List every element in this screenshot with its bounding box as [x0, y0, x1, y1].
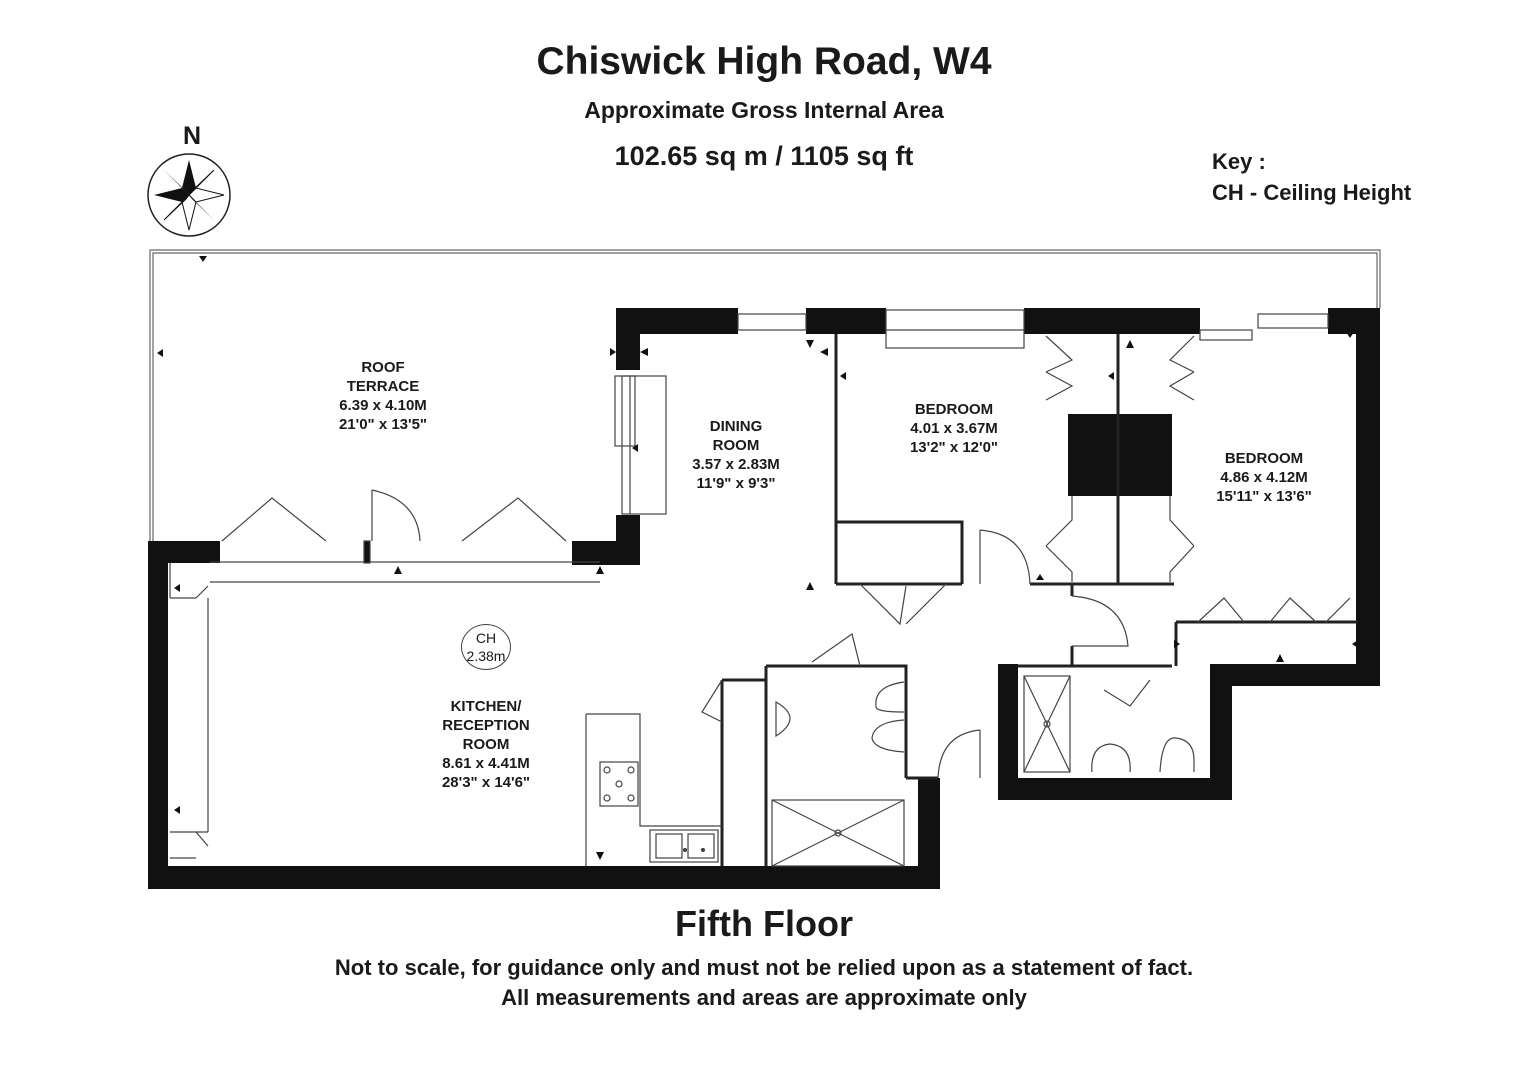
gross-area: 102.65 sq m / 1105 sq ft	[614, 141, 914, 171]
page-title: Chiswick High Road, W4	[536, 40, 992, 83]
doors	[169, 335, 1351, 859]
room-imperial: 11'9" x 9'3"	[696, 475, 776, 492]
ceiling-height-value: 2.38m	[466, 648, 506, 664]
walls	[148, 308, 1380, 889]
roof-terrace-outline	[149, 249, 1381, 543]
windows	[614, 309, 1329, 515]
room-dining: DINING ROOM 3.57 x 2.83M 11'9" x 9'3"	[692, 417, 780, 493]
room-name: ROOF	[361, 359, 405, 376]
room-bedroom-1: BEDROOM 4.01 x 3.67M 13'2" x 12'0"	[910, 400, 998, 457]
room-kitchen-reception: KITCHEN/ RECEPTION ROOM 8.61 x 4.41M 28'…	[442, 697, 530, 792]
bathroom-fixtures	[771, 675, 1195, 867]
room-metric: 8.61 x 4.41M	[442, 755, 530, 772]
kitchen-fixtures	[585, 713, 722, 866]
interior-walls	[720, 334, 1358, 866]
ceiling-height-marker: CH 2.38m	[461, 624, 511, 670]
room-imperial: 15'11" x 13'6"	[1216, 488, 1312, 505]
room-metric: 6.39 x 4.10M	[339, 397, 427, 414]
room-name: BEDROOM	[1224, 450, 1304, 467]
room-name: BEDROOM	[914, 401, 994, 418]
room-name: KITCHEN/	[450, 698, 522, 715]
page-subtitle: Approximate Gross Internal Area	[584, 97, 944, 123]
disclaimer-line-2: All measurements and areas are approxima…	[501, 985, 1027, 1010]
room-name: TERRACE	[346, 378, 420, 395]
compass-label: N	[183, 122, 202, 150]
room-name: DINING	[709, 418, 763, 435]
key-entry: CH - Ceiling Height	[1212, 180, 1412, 205]
room-bedroom-2: BEDROOM 4.86 x 4.12M 15'11" x 13'6"	[1216, 449, 1312, 506]
room-imperial: 13'2" x 12'0"	[909, 439, 999, 456]
dimension-markers	[174, 332, 1358, 860]
compass-icon	[147, 153, 231, 237]
room-name: ROOM	[712, 437, 760, 454]
room-imperial: 28'3" x 14'6"	[441, 774, 531, 791]
room-metric: 4.01 x 3.67M	[910, 420, 998, 437]
disclaimer-line-1: Not to scale, for guidance only and must…	[334, 955, 1194, 980]
room-metric: 4.86 x 4.12M	[1220, 469, 1308, 486]
room-roof-terrace: ROOF TERRACE 6.39 x 4.10M 21'0" x 13'5"	[339, 358, 427, 434]
key-heading: Key :	[1212, 149, 1266, 174]
room-imperial: 21'0" x 13'5"	[338, 416, 428, 433]
room-name: ROOM	[462, 736, 510, 753]
room-metric: 3.57 x 2.83M	[692, 456, 780, 473]
key-legend: Key : CH - Ceiling Height	[1212, 146, 1411, 208]
ceiling-height-label: CH	[475, 630, 497, 646]
room-name: RECEPTION	[442, 717, 530, 734]
floor-label: Fifth Floor	[675, 903, 853, 944]
